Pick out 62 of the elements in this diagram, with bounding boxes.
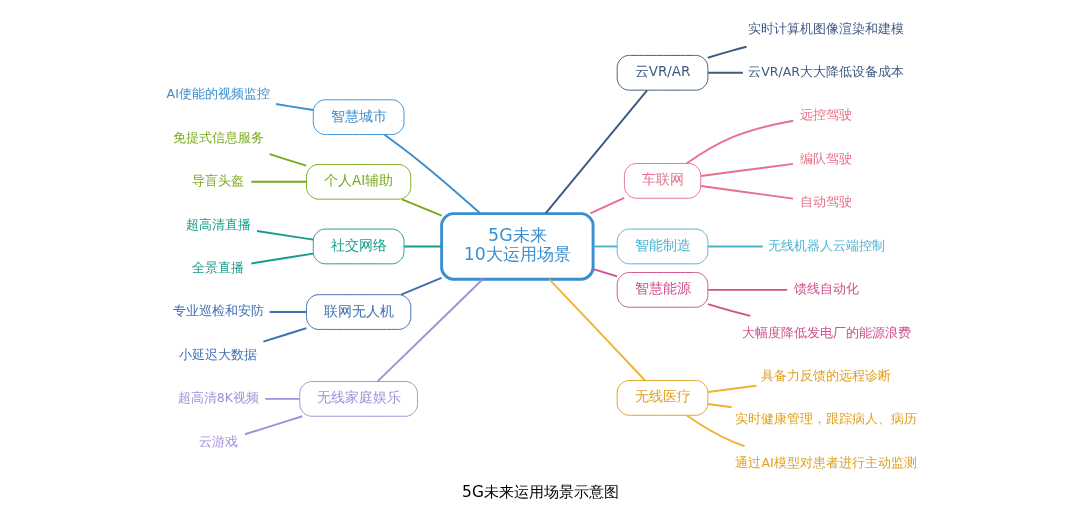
connector — [706, 288, 788, 291]
node-text: 自动驾驶 — [799, 194, 852, 210]
node-text: 实时计算机图像渲染和建模 — [747, 20, 904, 36]
node-text: 导盲头盔 — [191, 173, 244, 189]
connector — [243, 415, 303, 436]
connector — [376, 278, 483, 383]
connector — [588, 197, 625, 215]
connector — [544, 89, 648, 215]
connector — [699, 162, 794, 177]
connector — [591, 245, 618, 248]
connector — [706, 384, 757, 394]
node-box: 智慧城市 — [312, 99, 404, 135]
node-box: 个人AI辅助 — [305, 163, 411, 200]
connector — [249, 252, 314, 265]
node-box: 无线家庭娱乐 — [298, 381, 418, 417]
connector — [402, 245, 442, 248]
node-text: 通过AI模型对患者进行主动监测 — [734, 454, 917, 470]
node-text: 全景直播 — [191, 259, 244, 275]
node-text: 免提式信息服务 — [172, 129, 264, 145]
node-box: 云VR/AR — [616, 54, 708, 91]
node-text: 专业巡检和安防 — [172, 303, 264, 319]
node-text: 小延迟大数据 — [178, 346, 257, 362]
caption: 5G未来运用场景示意图 — [461, 483, 619, 502]
connector — [255, 230, 314, 241]
node-box: 智能制造 — [616, 228, 708, 265]
node-text: 大幅度降低发电厂的能源浪费 — [741, 324, 911, 340]
node-text: 远控驾驶 — [799, 107, 852, 123]
node-text: AI使能的视频监控 — [166, 86, 270, 102]
connector — [268, 153, 307, 167]
node-text: 超高清直播 — [185, 216, 251, 232]
connector — [399, 276, 442, 296]
node-box: 5G未来 10大运用场景 — [439, 212, 595, 281]
connector — [249, 180, 307, 183]
connector — [261, 327, 307, 343]
node-box: 无线医疗 — [616, 380, 708, 416]
node-box: 车联网 — [623, 163, 701, 199]
connector — [706, 303, 751, 317]
connector — [685, 414, 746, 448]
node-text: 具备力反馈的远程诊断 — [760, 367, 891, 383]
node-text: 馈线自动化 — [793, 281, 859, 297]
connector — [706, 403, 733, 409]
connector — [547, 278, 646, 382]
node-text: 编队驾驶 — [799, 150, 852, 166]
connector — [400, 198, 443, 217]
node-text: 无线机器人云端控制 — [767, 237, 885, 253]
node-box: 联网无人机 — [305, 294, 411, 330]
connector — [263, 397, 301, 400]
connector — [706, 245, 764, 248]
connector — [274, 103, 314, 111]
node-text: 云游戏 — [198, 433, 238, 449]
node-text: 实时健康管理，跟踪病人、病历 — [734, 411, 917, 427]
node-box: 智慧能源 — [616, 272, 708, 308]
connector — [268, 311, 307, 314]
connector — [591, 268, 618, 278]
connector — [699, 185, 794, 200]
connector — [706, 45, 747, 59]
node-text: 云VR/AR大大降低设备成本 — [747, 64, 904, 80]
connector — [706, 71, 744, 74]
connector — [383, 133, 481, 215]
node-text: 超高清8K视频 — [177, 390, 259, 406]
connector — [685, 119, 794, 165]
node-box: 社交网络 — [312, 228, 404, 265]
